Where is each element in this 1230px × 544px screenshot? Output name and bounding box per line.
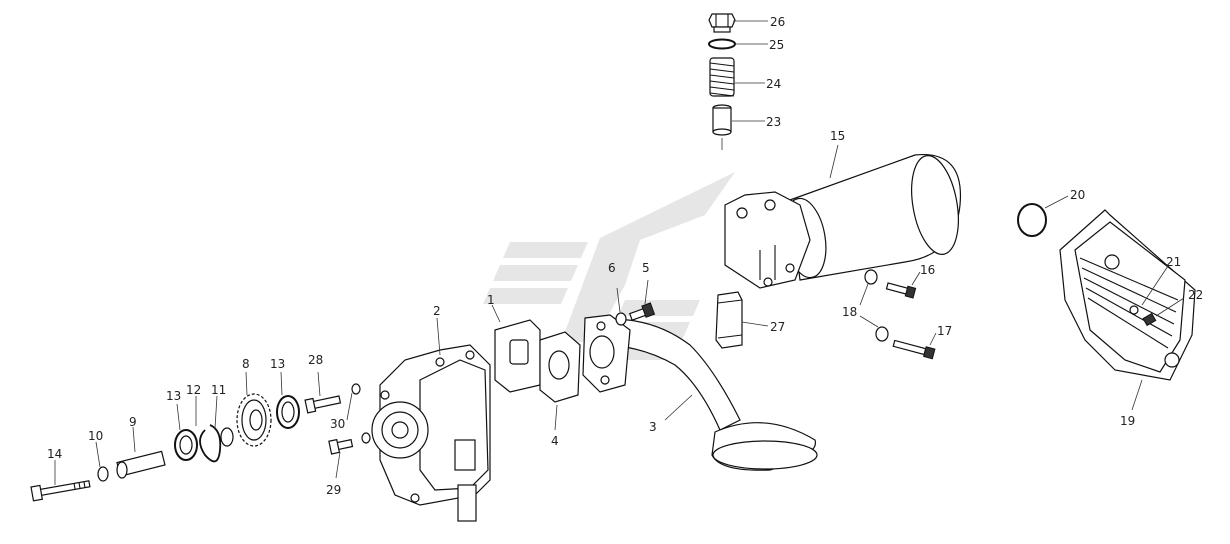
callout-labels: 1 2 3 4 5 6 8 9 10 11 12 13 13 14 15 16 … — [47, 15, 1203, 497]
plug-bolt-part — [708, 13, 736, 33]
oil-filter-assembly — [724, 144, 962, 289]
long-bolt-part — [30, 480, 91, 502]
callout-14: 14 — [47, 447, 62, 461]
callout-29: 29 — [326, 483, 341, 497]
oil-pump-part — [371, 317, 491, 522]
shaft-part — [116, 450, 166, 479]
pipe-bolt — [615, 279, 656, 326]
callout-9: 9 — [129, 415, 137, 429]
callout-26: 26 — [770, 15, 785, 29]
filter-bolts — [859, 269, 937, 360]
callout-15: 15 — [830, 129, 845, 143]
callout-25: 25 — [769, 38, 784, 52]
relief-valve-assembly — [708, 13, 768, 150]
callout-27: 27 — [770, 320, 785, 334]
snap-ring-part — [199, 424, 222, 463]
callout-12: 12 — [186, 383, 201, 397]
callout-13-left: 13 — [166, 389, 181, 403]
callout-28: 28 — [308, 353, 323, 367]
o-ring-part — [708, 38, 736, 50]
callout-13-right: 13 — [270, 357, 285, 371]
callout-3: 3 — [649, 420, 657, 434]
washer-part — [220, 427, 234, 447]
callout-17: 17 — [937, 324, 952, 338]
callout-1: 1 — [487, 293, 495, 307]
gear-shaft-assembly — [30, 371, 300, 502]
seal-ring-part — [1017, 203, 1047, 237]
callout-24: 24 — [766, 77, 781, 91]
drive-gear-part — [236, 393, 272, 447]
callout-22: 22 — [1188, 288, 1203, 302]
suction-pipe-part — [582, 314, 818, 471]
washer-part — [97, 466, 109, 482]
callout-10: 10 — [88, 429, 103, 443]
callout-20: 20 — [1070, 188, 1085, 202]
callout-16: 16 — [920, 263, 935, 277]
callout-5: 5 — [642, 261, 650, 275]
callout-30: 30 — [330, 417, 345, 431]
callout-4: 4 — [551, 434, 559, 448]
gaskets — [491, 304, 581, 431]
callout-11: 11 — [211, 383, 226, 397]
piston-part — [712, 104, 732, 136]
callout-23: 23 — [766, 115, 781, 129]
spring-part — [709, 57, 735, 97]
callout-19: 19 — [1120, 414, 1135, 428]
callout-21: 21 — [1166, 255, 1181, 269]
callout-8: 8 — [242, 357, 250, 371]
callout-18: 18 — [842, 305, 857, 319]
sleeve-part — [715, 291, 769, 349]
pump-bolts — [304, 371, 371, 479]
oil-cooler-assembly — [1017, 195, 1196, 411]
callout-2: 2 — [433, 304, 441, 318]
callout-6: 6 — [608, 261, 616, 275]
